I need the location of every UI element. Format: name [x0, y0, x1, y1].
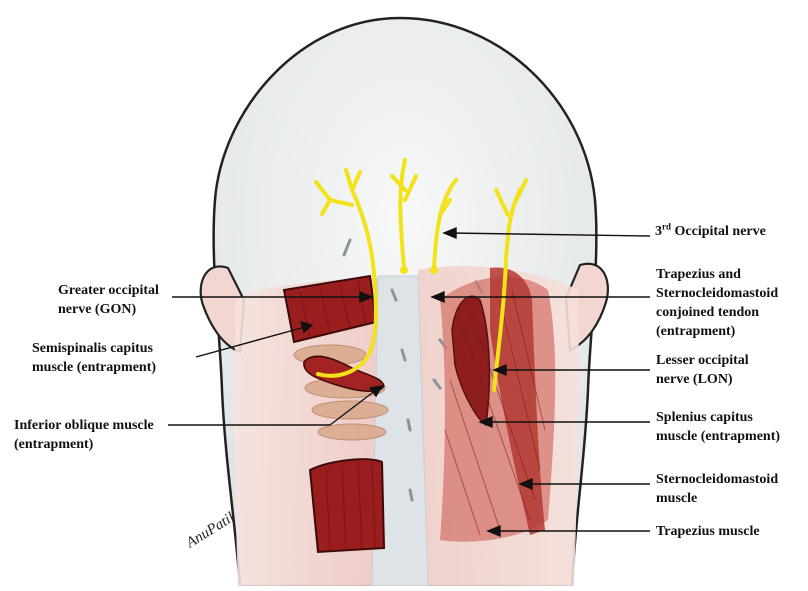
label-semispinalis: Semispinalis capitus muscle (entrapment): [32, 341, 157, 375]
label-inferior-oblique: Inferior oblique muscle (entrapment): [14, 418, 154, 452]
pointer-lines: [168, 226, 651, 538]
signature: AnuPatil: [183, 510, 238, 552]
third-occipital-nerve: [390, 158, 458, 270]
label-sternocleidomastoid: Sternocleidomastoid muscle: [656, 472, 779, 506]
label-lesser-occipital-nerve: Lesser occipital nerve (LON): [656, 353, 749, 387]
label-trapezius-scm-tendon: Trapezius and Sternocleidomastoid conjoi…: [656, 267, 779, 339]
label-splenius-capitus: Splenius capitus muscle (entrapment): [656, 410, 781, 444]
muscle-fibers: [444, 289, 546, 536]
scm-muscle-shape: [490, 267, 545, 535]
nerves: [314, 158, 528, 392]
label-third-occipital-nerve: 3rd Occipital nerve: [655, 221, 766, 239]
label-greater-occipital-nerve: Greater occipital nerve (GON): [58, 283, 159, 317]
left-ear: [199, 265, 246, 354]
signature-text: AnuPatil: [183, 510, 238, 552]
lon-nerve: [492, 178, 528, 392]
label-trapezius-muscle: Trapezius muscle: [656, 524, 760, 539]
gon-nerve: [314, 168, 378, 378]
